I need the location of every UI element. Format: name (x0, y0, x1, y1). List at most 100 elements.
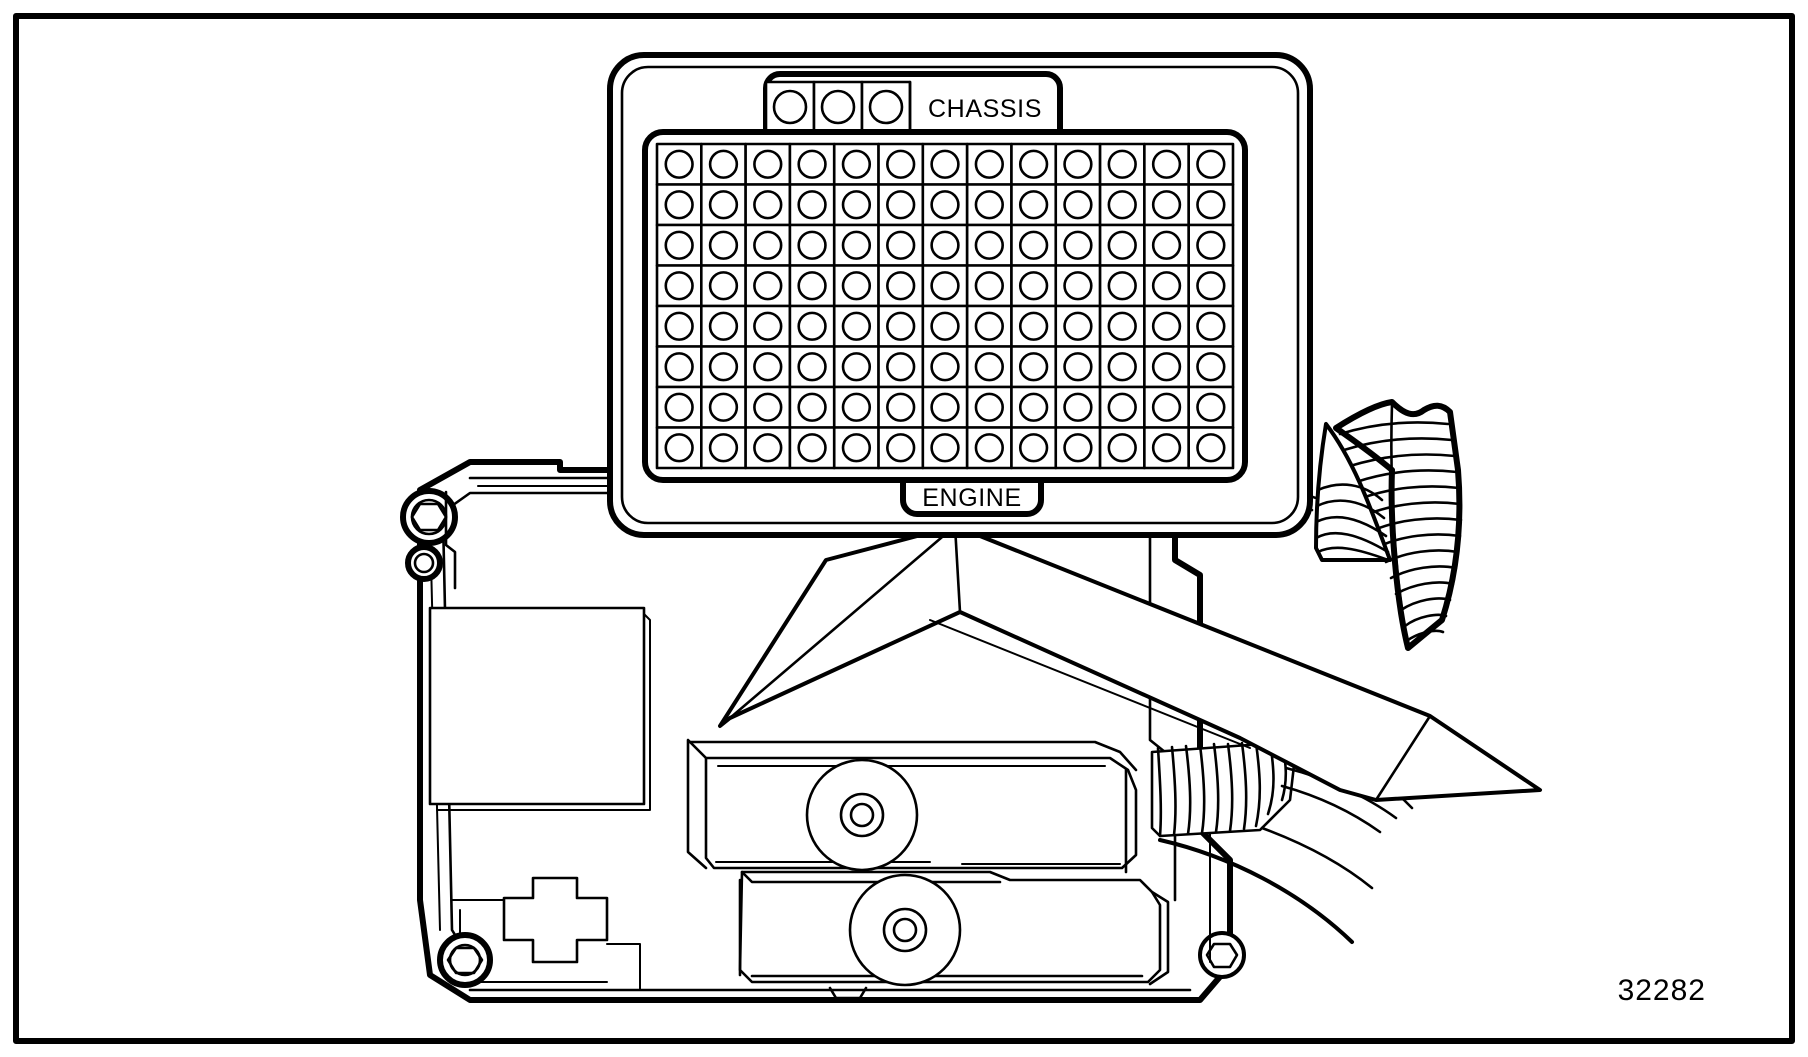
fuse-cavity-circle (886, 433, 916, 463)
upper-right-corrugated-conduit (1333, 399, 1463, 651)
fuse-cavity-circle (1107, 149, 1137, 179)
fuse-cavity-circle (1018, 149, 1049, 179)
upper-relay-body (704, 756, 1138, 870)
fuse-cavity-circle (930, 271, 960, 301)
fuse-cavity-circle (797, 433, 827, 463)
upper-relay-boss-center (849, 802, 875, 828)
fuse-cavity-circle (1196, 149, 1226, 179)
fuse-cavity-circle (1063, 392, 1093, 422)
fuse-cavity-circle (708, 392, 739, 422)
fuse-cavity-circle (1063, 311, 1093, 341)
folded-cover-flap (718, 524, 1542, 802)
fuse-cavity-circle (664, 352, 694, 382)
rectangular-recess-panel (428, 606, 646, 806)
cover-flap-fold-2 (728, 524, 957, 720)
fuse-cavity-circle (974, 352, 1004, 382)
lower-relay-module (738, 870, 1170, 987)
fuse-cavity-circle (1063, 271, 1093, 301)
fuse-cavity-circle (841, 392, 872, 422)
fuse-cavity-circle (753, 230, 783, 260)
fuse-cavity-circle (930, 311, 960, 341)
fuse-cavity-circle (1063, 352, 1093, 382)
fuse-cavity-circle (841, 149, 872, 179)
fuse-grid (655, 142, 1235, 470)
conduit-c-sweep-outer (1158, 838, 1354, 944)
chassis-tab-circle-1 (772, 89, 808, 125)
fuse-cavity-circle (797, 352, 827, 382)
panel-inner-border (620, 65, 1300, 525)
fuse-cavity-circle (886, 149, 916, 179)
conduit-b-ribs (1314, 483, 1390, 562)
fuse-cavity-circle (664, 230, 694, 260)
fuse-cavity-circle (930, 230, 960, 260)
fuse-cavity-circle (841, 190, 872, 220)
engine-tab-label: ENGINE (922, 484, 1021, 512)
boss-bracket (444, 490, 457, 590)
upper-relay-left-face (686, 738, 708, 870)
upper-relay-top-bevel (688, 740, 1138, 772)
fuse-cavity-circle (1107, 352, 1137, 382)
chassis-tab-circle-3 (868, 89, 904, 125)
engine-tab[interactable]: ENGINE (900, 477, 1044, 517)
fuse-cavity-circle (797, 190, 827, 220)
lower-right-corrugated-conduit (1150, 740, 1414, 944)
conduit-c-ribs (1156, 740, 1288, 838)
lower-relay-right-face (1148, 890, 1170, 986)
lower-relay-boss-center (892, 917, 918, 943)
fuse-cavity-circle (1151, 392, 1182, 422)
fuse-cavity-circle (1196, 230, 1226, 260)
fuse-cavity-circle (797, 392, 827, 422)
fuse-cavity-circle (753, 352, 783, 382)
fuse-cavity-circle (1018, 392, 1049, 422)
fuse-cavity-circle (1196, 311, 1226, 341)
fuse-cavity-circle (1151, 149, 1182, 179)
conduit-c-sweep-lower (1260, 826, 1374, 890)
conduit-a-center-seam (1390, 402, 1410, 650)
fuse-cavity-circle (930, 149, 960, 179)
fuse-cavity-circle (708, 149, 739, 179)
cross-shaped-cutout (502, 876, 609, 964)
fuse-cavity-circle (1018, 433, 1049, 463)
fuse-cavity-circle (1063, 230, 1093, 260)
fuse-cavity-circle (1107, 190, 1137, 220)
fuse-cavity-circle (930, 352, 960, 382)
fuse-cavity-circle (708, 433, 739, 463)
fuse-cavity-circle (1151, 230, 1182, 260)
fuse-cavity-circle (753, 433, 783, 463)
fuse-cavity-circle (1196, 352, 1226, 382)
fuse-cavity-circle (1018, 271, 1049, 301)
engine-tab-outline (900, 477, 1044, 517)
fuse-cavity-circle (708, 190, 739, 220)
fuse-cavity-circle (797, 149, 827, 179)
fuse-cavity-circle (1107, 230, 1137, 260)
fuse-cavity-circle (1151, 311, 1182, 341)
fuse-cavity-circle (974, 433, 1004, 463)
fuse-cavity-circle (1063, 149, 1093, 179)
fuse-cavity-circle (1196, 392, 1226, 422)
fuse-cavity-circle (886, 230, 916, 260)
fuse-cavity-circle (1107, 392, 1137, 422)
bottom-center-tab (828, 986, 868, 1000)
fuse-cavity-circle (753, 271, 783, 301)
fuse-cavity-circle (753, 190, 783, 220)
fuse-cavity-circle (1063, 190, 1093, 220)
cover-flap-edge-highlight (1374, 714, 1432, 802)
chassis-tab[interactable]: CHASSIS (763, 71, 1063, 135)
mounting-boss-lower-right-hex (1205, 942, 1239, 969)
fuse-cavity-circle (886, 271, 916, 301)
fuse-cavity-circle (1018, 190, 1049, 220)
fuse-cavity-circle (886, 311, 916, 341)
fuse-cavity-circle (753, 392, 783, 422)
fuse-cavity-circle (664, 433, 694, 463)
fuse-cavity-circle (797, 230, 827, 260)
cover-flap-outline (718, 524, 1542, 802)
upper-relay-module (686, 738, 1138, 874)
fuse-cavity-circle (664, 392, 694, 422)
fuse-cavity-circle (886, 392, 916, 422)
chassis-tab-circle-2 (820, 89, 856, 125)
fuse-cavity-circle (930, 392, 960, 422)
mounting-boss-upper-left-hex (410, 502, 448, 532)
rectangular-recess-panel-shadow (436, 613, 651, 811)
